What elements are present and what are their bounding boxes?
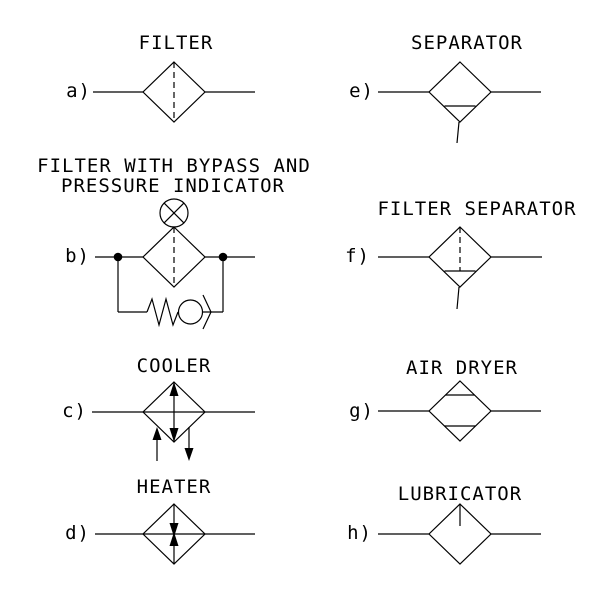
drain-line: [456, 286, 460, 310]
lubricator-item-label: h): [347, 522, 372, 544]
pressure-indicator-x-line: [163, 202, 185, 224]
symbol-filter-separator: FILTER SEPARATOR f): [345, 198, 576, 310]
air-dryer-item-label: g): [349, 400, 374, 422]
cooler-title: COOLER: [137, 355, 212, 377]
symbol-separator: SEPARATOR e): [349, 32, 541, 144]
coolant-out-arrowhead-icon: [184, 448, 194, 461]
filter-separator-title: FILTER SEPARATOR: [377, 198, 576, 220]
relief-spring-icon: [146, 296, 179, 328]
symbol-lubricator: LUBRICATOR h): [347, 483, 541, 565]
separator-item-label: e): [349, 80, 374, 102]
symbol-heater: HEATER d): [65, 476, 255, 565]
heat-arrowhead-up-icon: [169, 382, 179, 396]
diamond-outline: [428, 380, 492, 442]
filter-separator-item-label: f): [345, 245, 370, 267]
symbol-filter-with-bypass: FILTER WITH BYPASS AND PRESSURE INDICATO…: [37, 155, 311, 330]
heater-item-label: d): [65, 522, 90, 544]
heater-title: HEATER: [137, 476, 212, 498]
bypass-title-line1: FILTER WITH BYPASS AND: [37, 155, 311, 177]
bypass-item-label: b): [65, 245, 90, 267]
symbol-cooler: COOLER c): [62, 355, 255, 461]
bypass-title-line2: PRESSURE INDICATOR: [61, 175, 285, 197]
diamond-outline: [428, 503, 492, 565]
check-valve-circle-icon: [177, 299, 204, 325]
air-dryer-title: AIR DRYER: [406, 357, 518, 379]
diamond-outline: [142, 226, 206, 288]
coolant-in-arrowhead-icon: [152, 427, 162, 440]
diamond-outline: [428, 61, 492, 123]
lubricator-title: LUBRICATOR: [398, 483, 522, 505]
separator-title: SEPARATOR: [411, 32, 523, 54]
filter-item-label: a): [66, 80, 91, 102]
heat-arrowhead-inward-up-icon: [169, 532, 179, 546]
filter-title: FILTER: [139, 32, 214, 54]
diamond-outline: [142, 61, 206, 123]
diamond-outline: [428, 226, 492, 288]
heat-arrowhead-down-icon: [169, 428, 179, 442]
symbol-air-dryer: AIR DRYER g): [349, 357, 541, 442]
symbol-filter: FILTER a): [66, 32, 255, 123]
drain-line: [456, 121, 460, 144]
heat-arrowhead-inward-down-icon: [169, 523, 179, 537]
cooler-item-label: c): [62, 400, 87, 422]
